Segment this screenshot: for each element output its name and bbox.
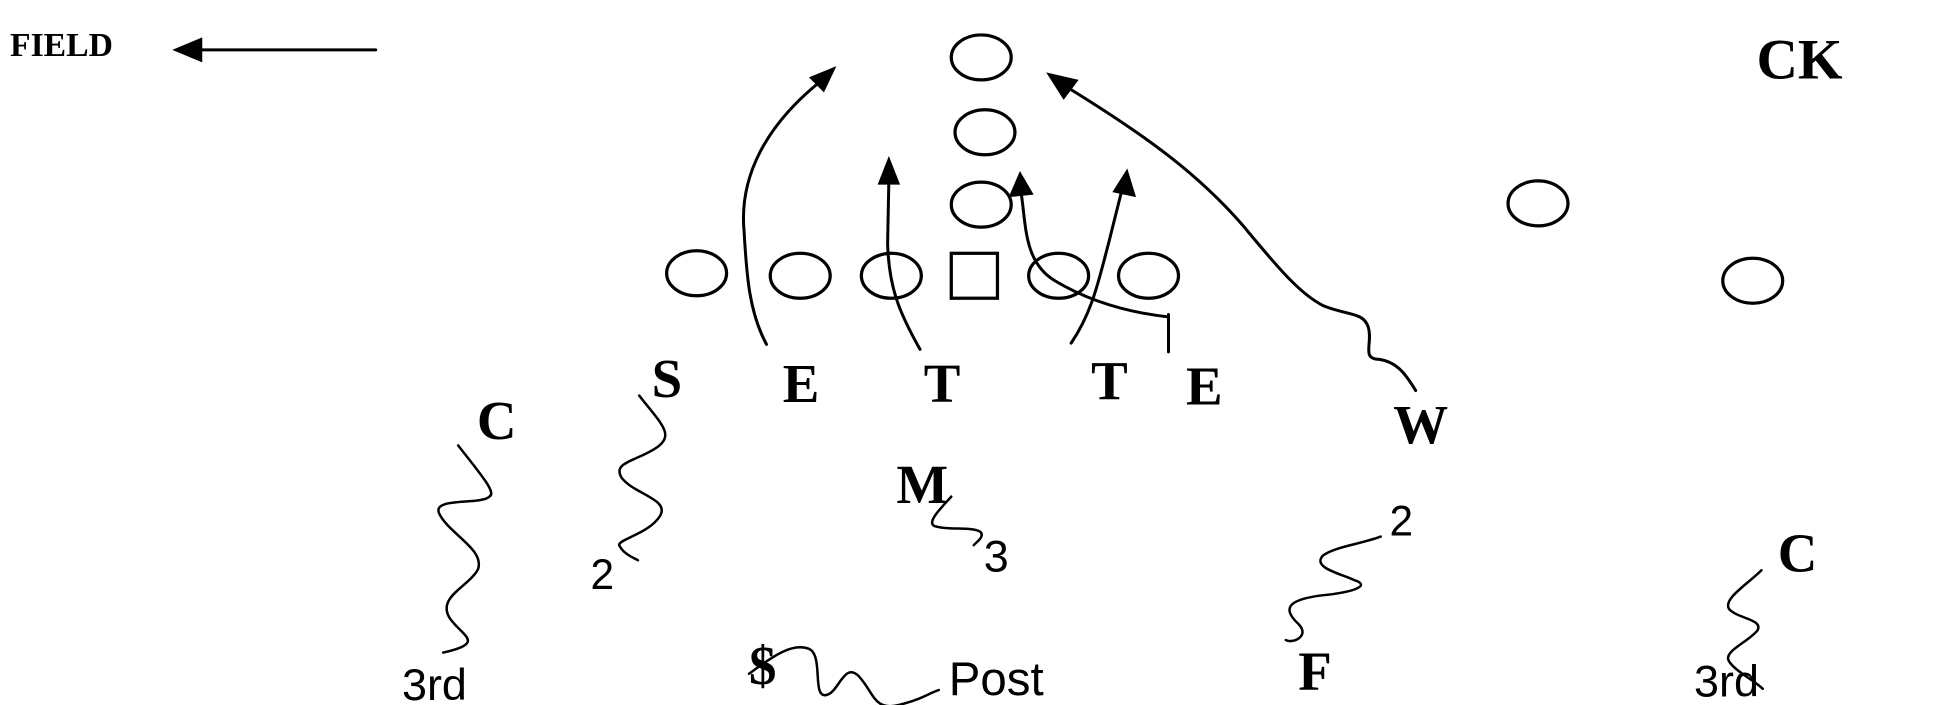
defender-label-e-left: E [783,353,820,414]
zone-path-c-right [1726,568,1764,691]
defender-label-m: M [896,454,948,515]
offense-player-circle [1027,251,1091,300]
zone-label-f: 2 [1389,497,1413,544]
zone-label-m: 3 [984,530,1009,581]
rush-path-t-left [877,155,922,351]
offense-player-circle [665,249,729,298]
field-direction-label: FIELD [10,27,113,64]
offense-player-circle [1506,179,1570,228]
field-direction-arrow-icon [172,37,378,63]
offense-player-circle [949,180,1013,229]
defender-label-t-left: T [924,353,961,414]
offense-player-circle [949,33,1013,82]
zone-path-dollar [747,646,941,705]
offense-receivers [1506,179,1785,305]
offense-player-circle [1721,256,1785,305]
drop-path-e-right [1008,170,1170,354]
zone-path-c-left [437,444,493,654]
defender-label-e-right: E [1186,355,1223,416]
defender-label-s: S [652,348,683,409]
zone-label-s: 2 [590,551,614,598]
center-square [949,251,1000,300]
defender-label-c-left: C [477,390,517,451]
offensive-line [665,249,1181,300]
zone-path-m [930,495,983,547]
offense-player-circle [1116,251,1181,300]
defender-label-c-right: C [1778,522,1818,583]
rush-path-e-left [741,66,837,346]
zone-path-s [617,394,667,562]
offense-backfield [949,33,1017,229]
zone-path-f [1284,535,1382,643]
zone-label-dollar: Post [949,653,1044,705]
zone-label-c-left: 3rd [402,659,467,705]
defender-label-t-right: T [1091,350,1128,411]
offense-player-circle [768,251,832,300]
rush-path-t-right [1069,168,1137,345]
zone-label-c-right: 3rd [1694,655,1759,705]
defender-label-w: W [1393,394,1448,455]
call-label: CK [1756,29,1842,92]
offense-player-circle [953,108,1017,157]
blitz-path-w [1046,72,1418,393]
defender-label-f: F [1298,641,1332,702]
